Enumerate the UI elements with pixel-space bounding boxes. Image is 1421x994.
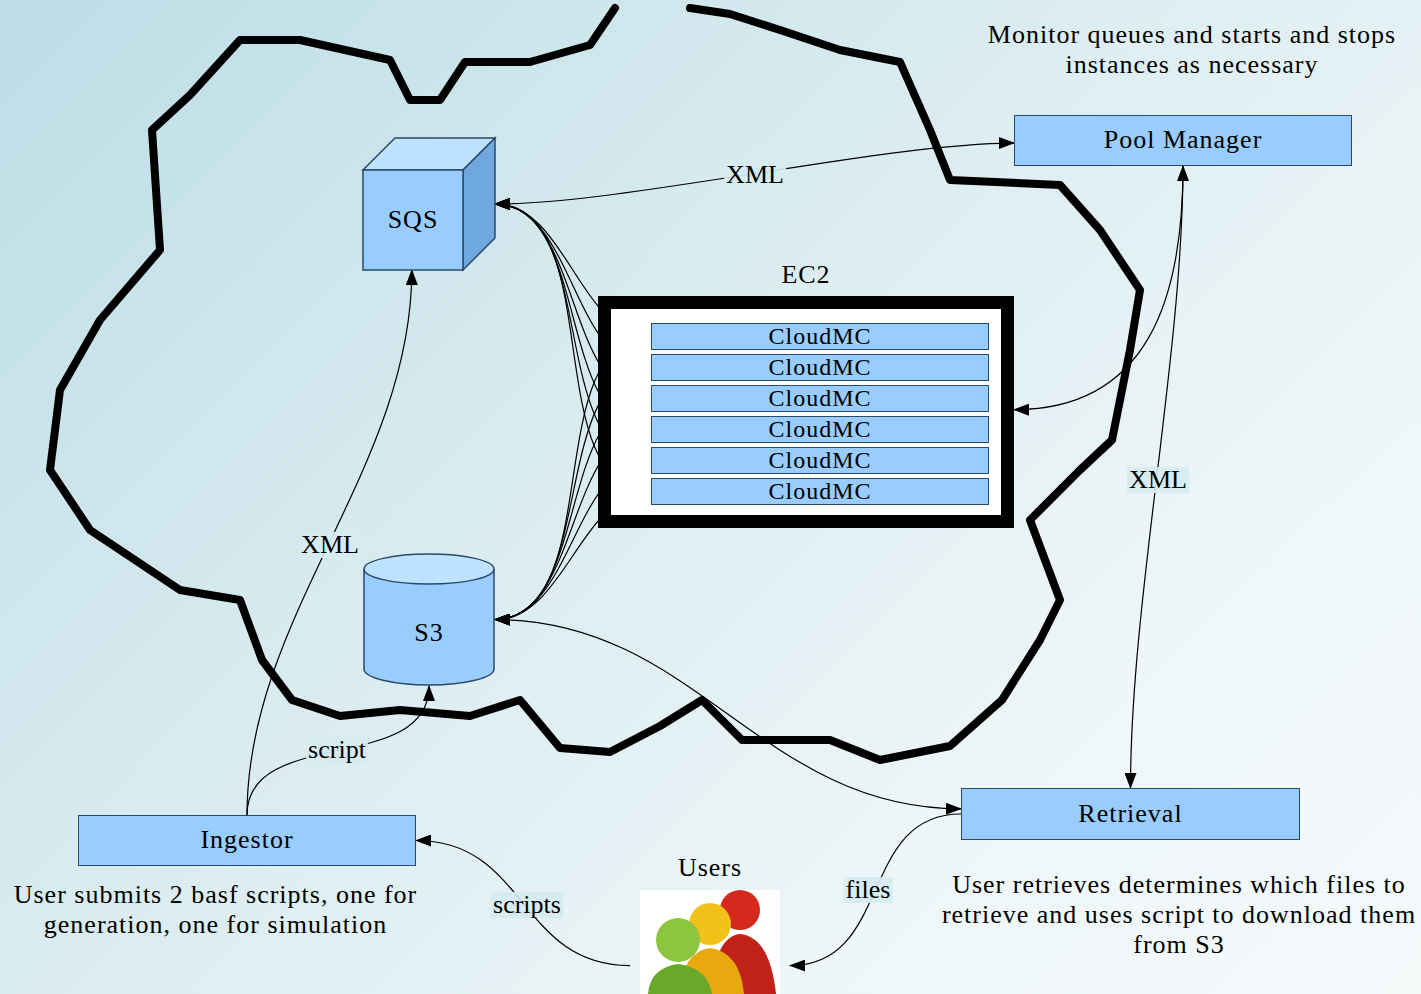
connector [247,270,412,815]
edge-label: script [306,737,368,763]
connector [495,620,961,809]
node-label: CloudMC [768,447,871,473]
connector [495,143,1014,204]
instance-box: CloudMC [651,354,989,381]
process-box: Retrieval [961,788,1300,840]
connector [790,814,961,966]
process-box: Pool Manager [1014,115,1352,166]
annotation-note: Monitor queues and starts and stops inst… [968,20,1416,80]
edge-label: XML [1127,467,1189,493]
instance-box: CloudMC [651,478,989,505]
edge-label: XML [299,532,361,558]
instance-pool: EC2CloudMCCloudMCCloudMCCloudMCCloudMCCl… [598,296,1014,528]
instance-box: CloudMC [651,416,989,443]
annotation-note: User submits 2 basf scripts, one for gen… [8,880,423,940]
edge-label: XML [724,162,786,188]
users-icon: Users [630,852,790,994]
node-label: CloudMC [768,416,871,442]
node-label: Pool Manager [1104,126,1263,155]
node-label: Ingestor [200,826,293,855]
node-label: CloudMC [768,354,871,380]
instance-box: CloudMC [651,447,989,474]
group-heading: EC2 [611,261,1001,290]
node-label: CloudMC [768,323,871,349]
annotation-note: User retrieves determines which files to… [940,870,1418,960]
icon-caption: Users [630,854,790,883]
instance-box: CloudMC [651,385,989,412]
queue-cube: SQS [363,138,495,270]
cube-shape [363,138,495,270]
connector [247,686,429,815]
connector [416,841,630,966]
node-label: CloudMC [768,385,871,411]
process-box: Ingestor [78,815,416,866]
connector [1014,166,1183,410]
node-label: SQS [363,170,463,270]
edge-label: scripts [491,892,563,918]
cloud-outline [50,8,1140,760]
node-label: S3 [363,583,495,683]
storage-cylinder: S3 [363,553,495,686]
node-label: CloudMC [768,478,871,504]
edge-label: files [844,877,893,903]
node-label: Retrieval [1078,800,1182,829]
instance-box: CloudMC [651,323,989,350]
